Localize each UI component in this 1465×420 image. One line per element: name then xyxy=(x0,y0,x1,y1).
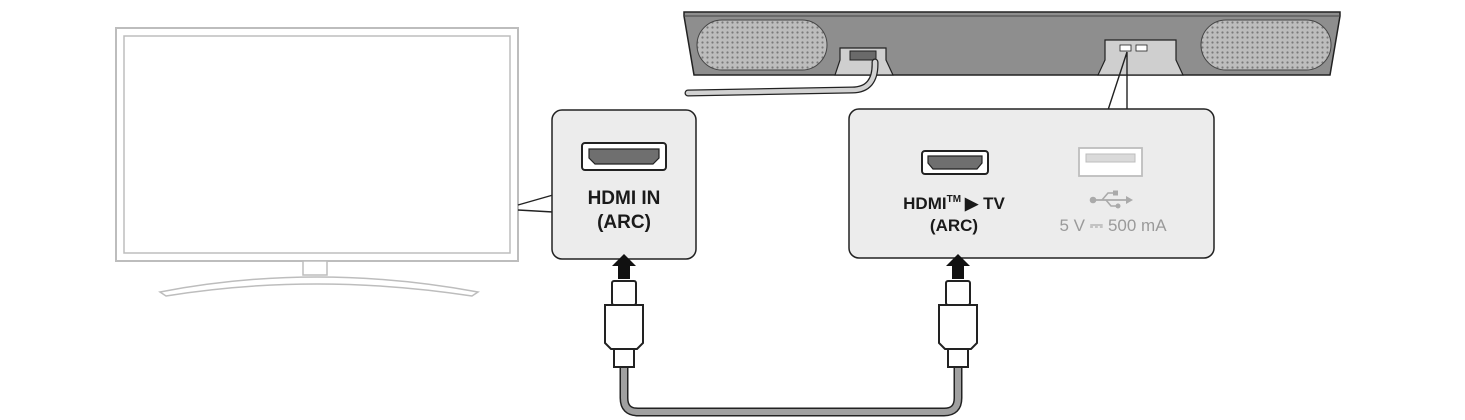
hdmi-cable xyxy=(604,254,978,417)
tv-target-text: TV xyxy=(983,194,1005,213)
right-insert-arrow-icon xyxy=(946,254,970,279)
left-hdmi-plug xyxy=(604,280,644,368)
arrow-right-icon: ▶ xyxy=(964,194,979,213)
soundbar-port-panel: HDMITM▶TV (ARC) 5 V ⎓ 500 mA xyxy=(848,108,1215,259)
soundbar-port-recess xyxy=(1097,39,1184,76)
tv-stand-base xyxy=(158,276,480,297)
tv-port-panel: HDMI IN (ARC) xyxy=(551,109,697,260)
tv-port-label-line2: (ARC) xyxy=(597,212,651,233)
soundbar-callout-line xyxy=(1107,51,1128,111)
tv-screen xyxy=(123,35,511,254)
soundbar-right-speaker-grille xyxy=(1200,19,1332,71)
hdmi-port-icon xyxy=(581,142,667,171)
usb-rating-label: 5 V ⎓ 500 mA xyxy=(1059,216,1167,235)
soundbar-hdmi-label-line1: HDMITM▶TV xyxy=(903,194,1005,213)
soundbar-left-speaker-grille xyxy=(696,19,828,71)
soundbar-hdmi-port-icon xyxy=(921,150,989,175)
soundbar-illustration xyxy=(683,11,1341,111)
hdmi-text: HDMI xyxy=(903,194,946,213)
tv-port-label-line1: HDMI IN xyxy=(588,188,661,209)
left-insert-arrow-icon xyxy=(612,254,636,279)
tv-port-panel-box xyxy=(551,109,697,260)
tv-illustration xyxy=(115,27,554,297)
tv-stand-neck xyxy=(302,260,328,276)
usb-port-icon xyxy=(1078,147,1143,177)
usb-symbol-icon xyxy=(1089,190,1133,209)
soundbar-hdmi-label-line2: (ARC) xyxy=(930,216,978,235)
hdmi-cable-wire xyxy=(619,366,963,417)
tv-callout-line xyxy=(517,194,554,213)
trademark-text: TM xyxy=(947,194,961,205)
right-hdmi-plug xyxy=(938,280,978,368)
soundbar-port-panel-box xyxy=(848,108,1215,259)
